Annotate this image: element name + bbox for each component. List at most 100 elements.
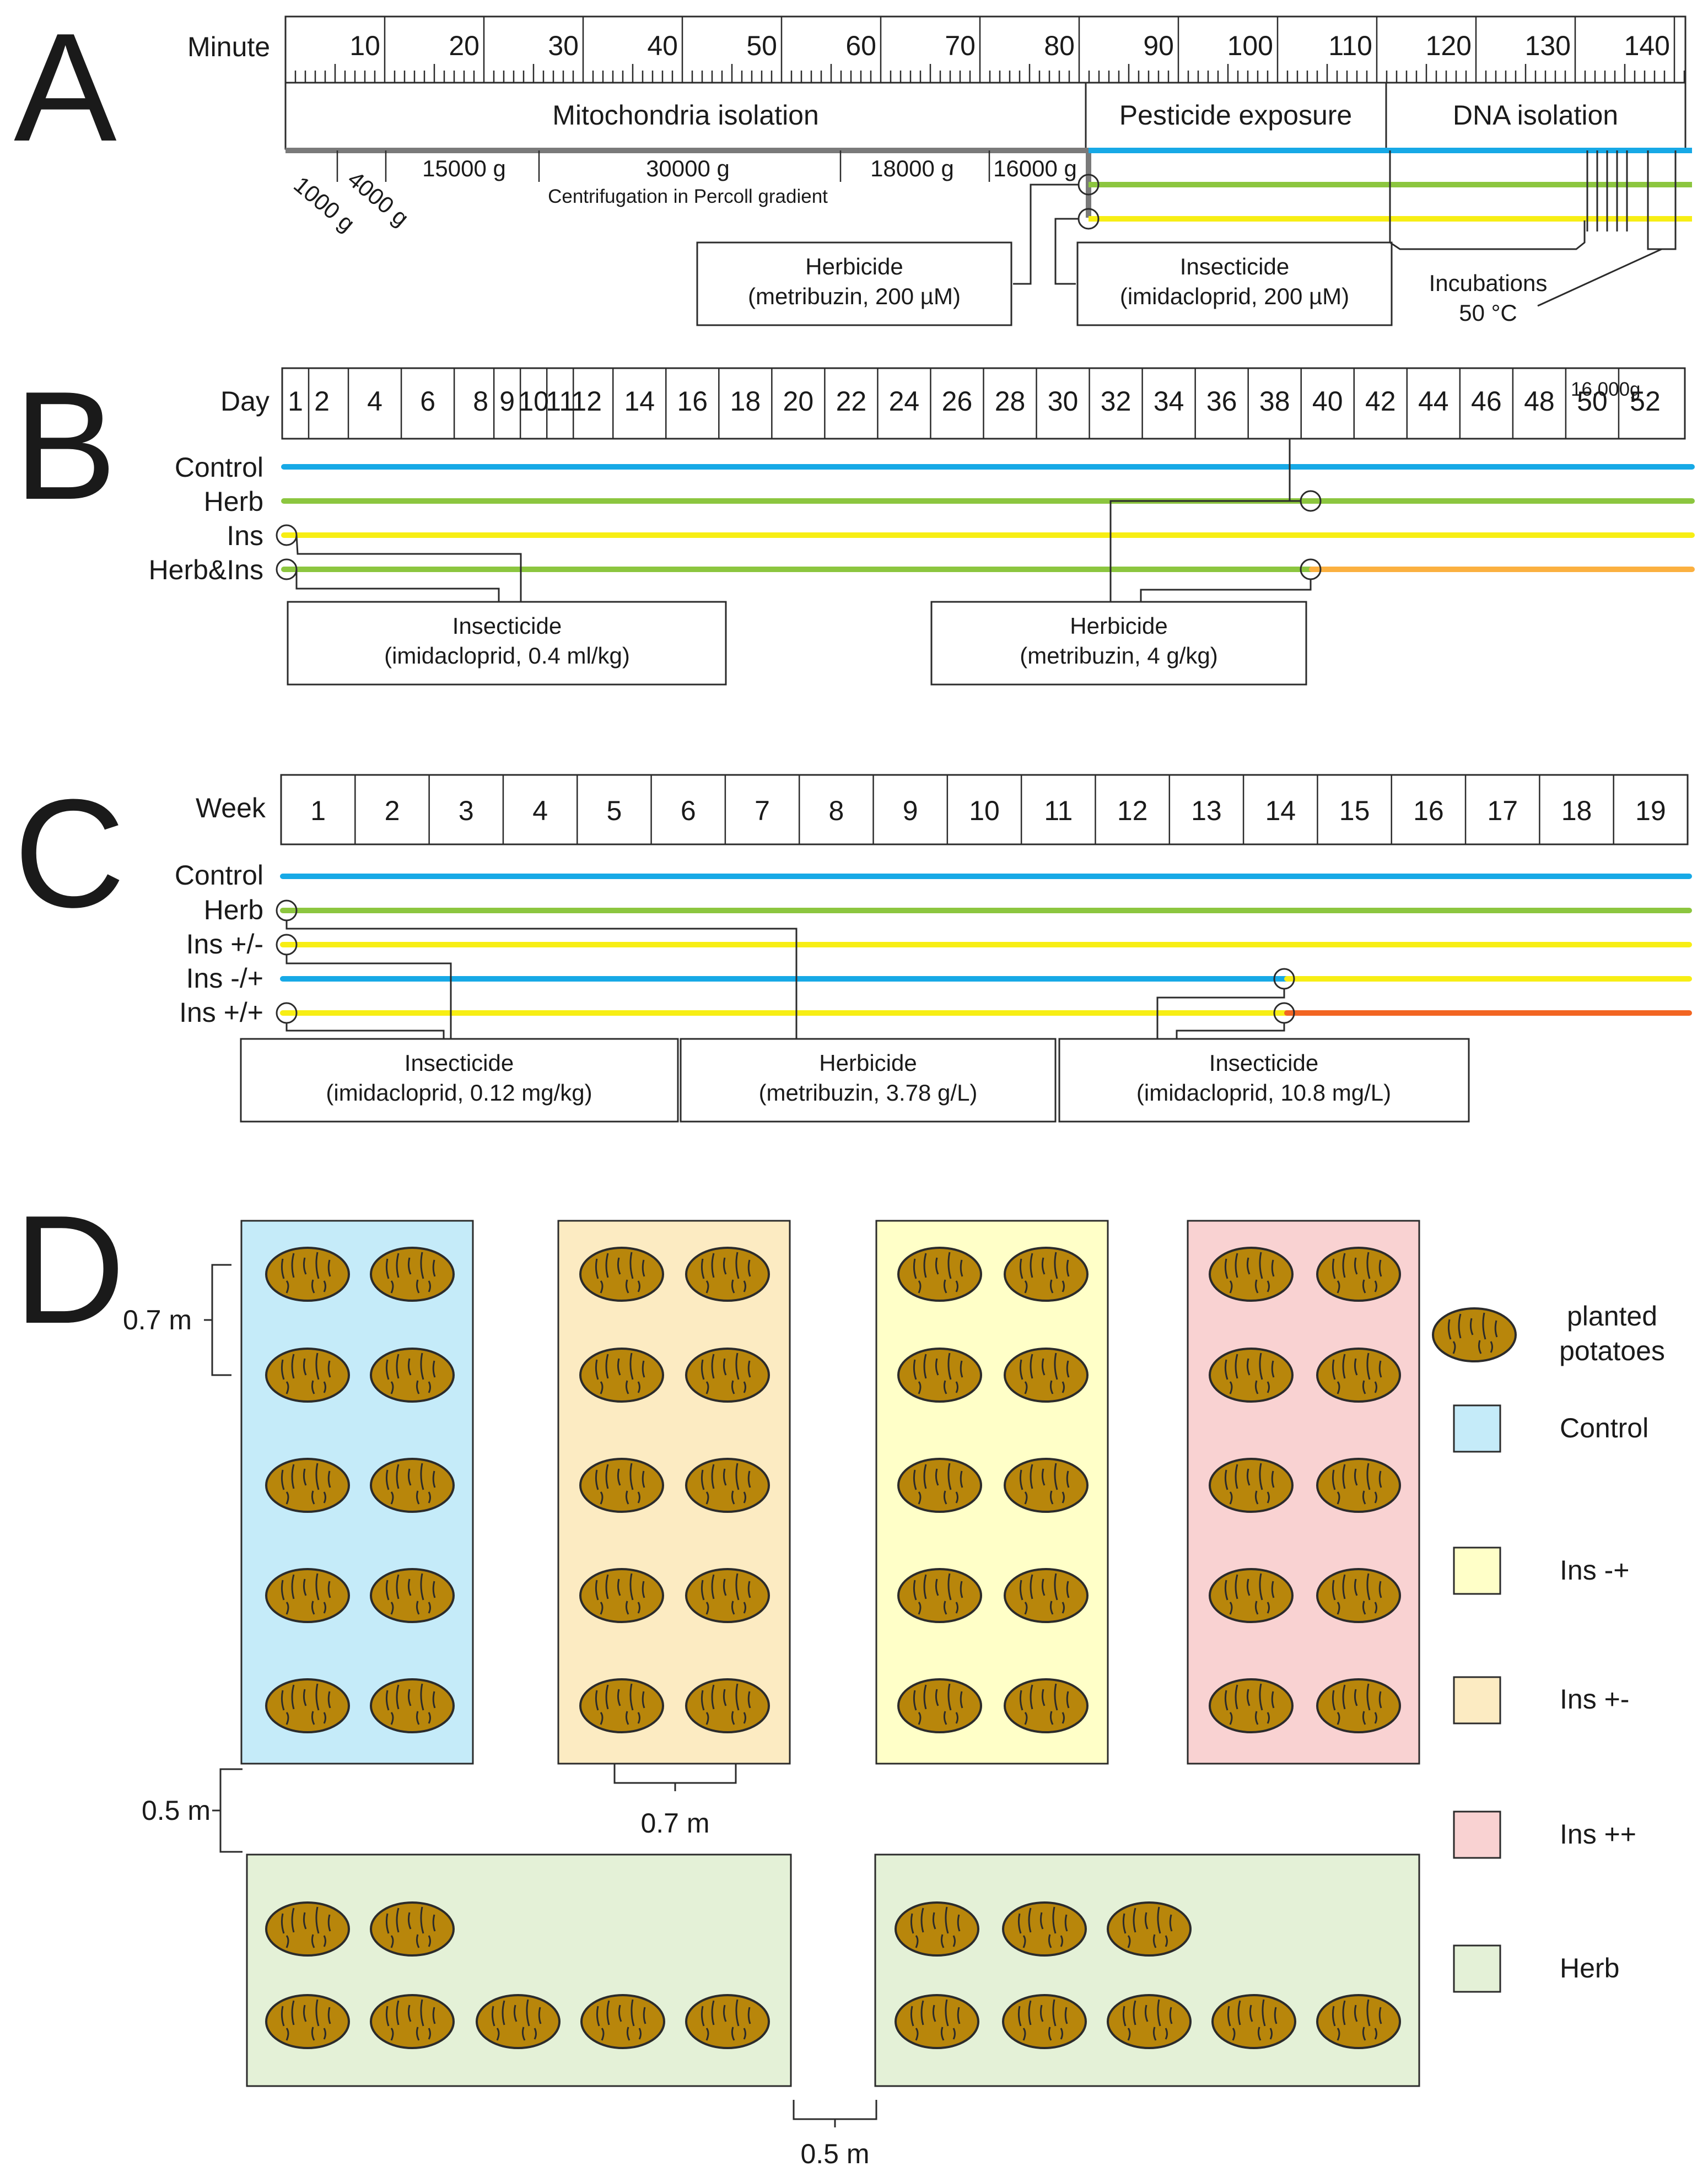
- week-ruler: [280, 774, 1689, 845]
- potato-icon: [1002, 1994, 1087, 2049]
- dim-bottom-label: 0.5 m: [800, 2138, 869, 2169]
- group-ins-pp-c: Ins +/+: [179, 997, 263, 1028]
- potato-icon: [1209, 1458, 1294, 1513]
- insecticide-title-b: Insecticide: [452, 613, 562, 639]
- day-tick-label: 50: [1577, 386, 1608, 417]
- potato-icon: [685, 1678, 770, 1733]
- day-axis-label: Day: [220, 386, 270, 417]
- panel-letter-c: C: [14, 768, 125, 940]
- potato-icon: [265, 1901, 350, 1957]
- potato-icon: [1211, 1994, 1296, 2049]
- minute-tick-label: 30: [548, 30, 579, 61]
- potato-icon: [897, 1348, 982, 1403]
- plot-herb-left: [246, 1853, 792, 2087]
- minute-tick-label: 110: [1328, 30, 1372, 61]
- potato-icon: [685, 1994, 770, 2049]
- day-tick-label: 46: [1471, 386, 1502, 417]
- minute-tick-label: 120: [1426, 30, 1472, 61]
- day-tick-label: 52: [1630, 386, 1661, 417]
- day-tick-label: 42: [1365, 386, 1396, 417]
- legend-potato-icon: [1432, 1307, 1517, 1362]
- group-herbins-b: Herb&Ins: [149, 554, 263, 585]
- minute-tick-label: 40: [647, 30, 678, 61]
- potato-icon: [1209, 1348, 1294, 1403]
- potato-icon: [370, 1348, 455, 1403]
- overlap-note: 16,000g: [1571, 379, 1641, 400]
- minute-ruler: [284, 15, 1687, 84]
- potato-icon: [685, 1568, 770, 1623]
- day-tick-label: 32: [1101, 386, 1132, 417]
- day-tick-label: 28: [995, 386, 1026, 417]
- week-tick-label: 13: [1191, 795, 1222, 826]
- potato-icon: [370, 1568, 455, 1623]
- potato-icon: [1004, 1678, 1089, 1733]
- day-tick-label: 8: [473, 386, 488, 417]
- phase-label-mitochondria: Mitochondria isolation: [552, 100, 819, 131]
- dim-gap-bracket: [219, 1768, 243, 1853]
- potato-icon: [685, 1247, 770, 1302]
- potato-icon: [897, 1678, 982, 1733]
- dim-gap-label: 0.5 m: [142, 1795, 211, 1826]
- panel-d: D 0.7 m 0.5 m 0.7 m 0.5 m planted potato…: [14, 1184, 1665, 2169]
- potato-icon: [370, 1994, 455, 2049]
- day-tick-label: 38: [1259, 386, 1290, 417]
- legend-label-ins-plus-minus: Ins +-: [1560, 1684, 1629, 1715]
- potato-icon: [1316, 1247, 1401, 1302]
- week-tick-label: 4: [532, 795, 548, 826]
- potato-icon: [265, 1348, 350, 1403]
- herbicide-detail-c: (metribuzin, 3.78 g/L): [759, 1080, 978, 1106]
- insecticide-title-a: Insecticide: [1180, 254, 1289, 279]
- potato-icon: [579, 1568, 664, 1623]
- day-tick-label: 1: [288, 386, 303, 417]
- day-tick-label: 34: [1154, 386, 1184, 417]
- minute-tick-label: 100: [1227, 30, 1273, 61]
- day-tick-label: 18: [730, 386, 761, 417]
- minute-axis-label: Minute: [187, 31, 270, 62]
- legend-swatch-ins-minus-plus: [1453, 1546, 1501, 1595]
- week-tick-label: 19: [1635, 795, 1666, 826]
- day-tick-label: 24: [889, 386, 920, 417]
- group-ins-mp-c: Ins -/+: [186, 963, 263, 994]
- insecticide-box-b: [287, 601, 727, 686]
- herbicide-detail-b: (metribuzin, 4 g/kg): [1020, 643, 1217, 669]
- potato-icon: [897, 1247, 982, 1302]
- week-tick-label: 11: [1044, 795, 1073, 826]
- legend-label-herb: Herb: [1560, 1953, 1619, 1984]
- potato-icon: [1107, 1994, 1192, 2049]
- dim-row-label: 0.7 m: [123, 1305, 192, 1335]
- legend-potato-line2: potatoes: [1559, 1335, 1665, 1366]
- week-tick-label: 7: [755, 795, 770, 826]
- week-tick-label: 14: [1265, 795, 1296, 826]
- potato-icon: [1316, 1994, 1401, 2049]
- potato-icon: [265, 1568, 350, 1623]
- potato-icon: [1004, 1458, 1089, 1513]
- potato-icon: [265, 1247, 350, 1302]
- day-tick-label: 2: [314, 386, 330, 417]
- potato-icon: [1316, 1348, 1401, 1403]
- minute-tick-label: 20: [449, 30, 479, 61]
- week-tick-label: 16: [1413, 795, 1444, 826]
- potato-icon: [1316, 1568, 1401, 1623]
- day-tick-label: 9: [499, 386, 515, 417]
- legend-label-control: Control: [1560, 1413, 1648, 1443]
- potato-icon: [897, 1458, 982, 1513]
- centrifuge-16000g: 16000 g: [993, 155, 1077, 181]
- group-herb-c: Herb: [204, 894, 263, 925]
- week-tick-label: 18: [1561, 795, 1592, 826]
- insecticide-detail-b: (imidacloprid, 0.4 ml/kg): [384, 643, 630, 669]
- minute-tick-label: 130: [1525, 30, 1571, 61]
- group-herb-b: Herb: [204, 486, 263, 517]
- phase-label-pesticide: Pesticide exposure: [1119, 100, 1352, 131]
- herbicide-title-c: Herbicide: [819, 1050, 917, 1076]
- centrifuge-30000g: 30000 g: [646, 155, 730, 181]
- day-tick-label: 14: [624, 386, 655, 417]
- potato-icon: [580, 1994, 665, 2049]
- potato-icon: [897, 1568, 982, 1623]
- insecticide-box-c2: [1058, 1038, 1470, 1123]
- day-tick-label: 12: [571, 386, 602, 417]
- day-tick-label: 16: [677, 386, 708, 417]
- potato-icon: [370, 1458, 455, 1513]
